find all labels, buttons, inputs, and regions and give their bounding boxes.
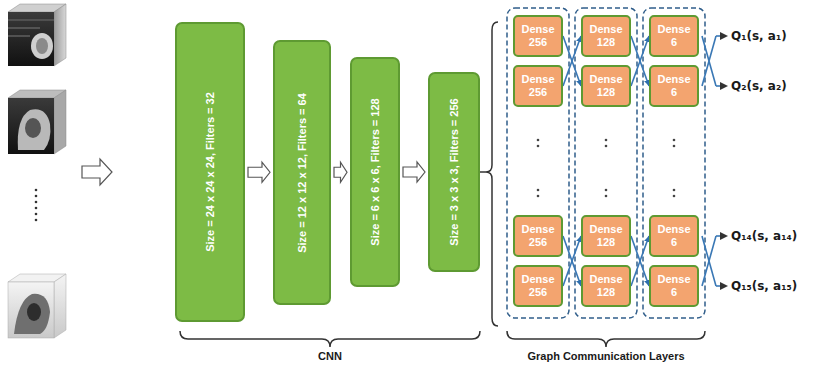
layer-connection <box>631 36 649 86</box>
cube-side <box>54 90 66 154</box>
dense-label: Dense 128 <box>589 23 622 48</box>
cube-front <box>8 12 54 66</box>
dense-label: Dense 6 <box>657 23 690 48</box>
mri-volume <box>8 274 66 338</box>
anatomy <box>25 118 41 138</box>
dense-layer-box: Dense 128 <box>581 265 631 307</box>
anatomy <box>36 38 48 54</box>
dense-label: Dense 128 <box>589 73 622 98</box>
dense-layer-box: Dense 256 <box>513 65 563 107</box>
arrowhead <box>720 32 728 290</box>
dense-layer-box: Dense 6 <box>649 265 699 307</box>
anatomy <box>18 109 51 150</box>
connector-line <box>480 171 486 173</box>
dense-label: Dense 128 <box>589 273 622 298</box>
q-value-label: Q₁(s, a₁) <box>731 29 787 43</box>
dense-layer-box: Dense 6 <box>649 15 699 57</box>
dense-layer-box: Dense 128 <box>581 65 631 107</box>
layer-connection <box>631 236 649 286</box>
layer-connection <box>631 236 649 286</box>
dense-label: Dense 128 <box>589 223 622 248</box>
dense-layer-box: Dense 256 <box>513 265 563 307</box>
dense-label: Dense 6 <box>657 73 690 98</box>
layer-group-outline <box>507 8 705 318</box>
dense-label: Dense 256 <box>521 273 554 298</box>
layer-size-label: Size = 3 x 3 x 3, Filters = 256 <box>448 98 460 245</box>
layer-connection <box>631 36 649 86</box>
dense-layer-box: Dense 6 <box>649 65 699 107</box>
layer-connection <box>563 36 581 86</box>
group-caption: Graph Communication Layers <box>527 350 684 362</box>
dense-label: Dense 256 <box>521 23 554 48</box>
cube-front <box>8 282 54 338</box>
layer-size-label: Size = 24 x 24 x 24, Filters = 32 <box>204 92 216 252</box>
layer-connection <box>563 36 581 86</box>
mri-volume <box>8 4 66 66</box>
ellipsis-dots <box>537 139 676 198</box>
dense-layer-box: Dense 256 <box>513 15 563 57</box>
dense-layer-box: Dense 128 <box>581 15 631 57</box>
output-arrow <box>702 36 722 286</box>
conv-layer-box: Size = 12 x 12 x 12, Filters = 64 <box>273 40 331 305</box>
dense-layer-box: Dense 6 <box>649 215 699 257</box>
layer-size-label: Size = 6 x 6 x 6, Filters = 128 <box>369 98 381 245</box>
ellipsis-dots <box>35 189 38 222</box>
cube-front <box>8 98 54 154</box>
scan-streaks <box>8 20 54 36</box>
cube-side <box>54 274 66 338</box>
dense-layer-box: Dense 128 <box>581 215 631 257</box>
layer-connection <box>563 236 581 286</box>
q-value-label: Q₁₄(s, a₁₄) <box>731 229 797 243</box>
dense-label: Dense 6 <box>657 273 690 298</box>
group-caption: CNN <box>318 350 342 362</box>
dense-layer-box: Dense 256 <box>513 215 563 257</box>
mri-volume <box>8 90 66 154</box>
dense-label: Dense 256 <box>521 223 554 248</box>
hollow-arrow <box>82 159 112 185</box>
q-value-label: Q₂(s, a₂) <box>731 79 787 93</box>
hollow-arrow <box>248 162 270 182</box>
conv-layer-box: Size = 3 x 3 x 3, Filters = 256 <box>428 72 480 272</box>
cube-side <box>54 4 66 66</box>
anatomy <box>31 33 53 59</box>
hollow-arrow <box>403 162 425 182</box>
anatomy <box>14 294 50 334</box>
anatomy <box>27 303 41 321</box>
brace <box>180 331 480 347</box>
hollow-arrow <box>334 162 347 182</box>
dense-label: Dense 6 <box>657 223 690 248</box>
layer-connection <box>563 236 581 286</box>
bracket <box>486 22 498 326</box>
conv-layer-box: Size = 24 x 24 x 24, Filters = 32 <box>175 22 245 322</box>
layer-size-label: Size = 12 x 12 x 12, Filters = 64 <box>296 93 308 253</box>
brace <box>507 331 705 347</box>
conv-layer-box: Size = 6 x 6 x 6, Filters = 128 <box>350 57 400 287</box>
dense-label: Dense 256 <box>521 73 554 98</box>
q-value-label: Q₁₅(s, a₁₅) <box>731 279 797 293</box>
